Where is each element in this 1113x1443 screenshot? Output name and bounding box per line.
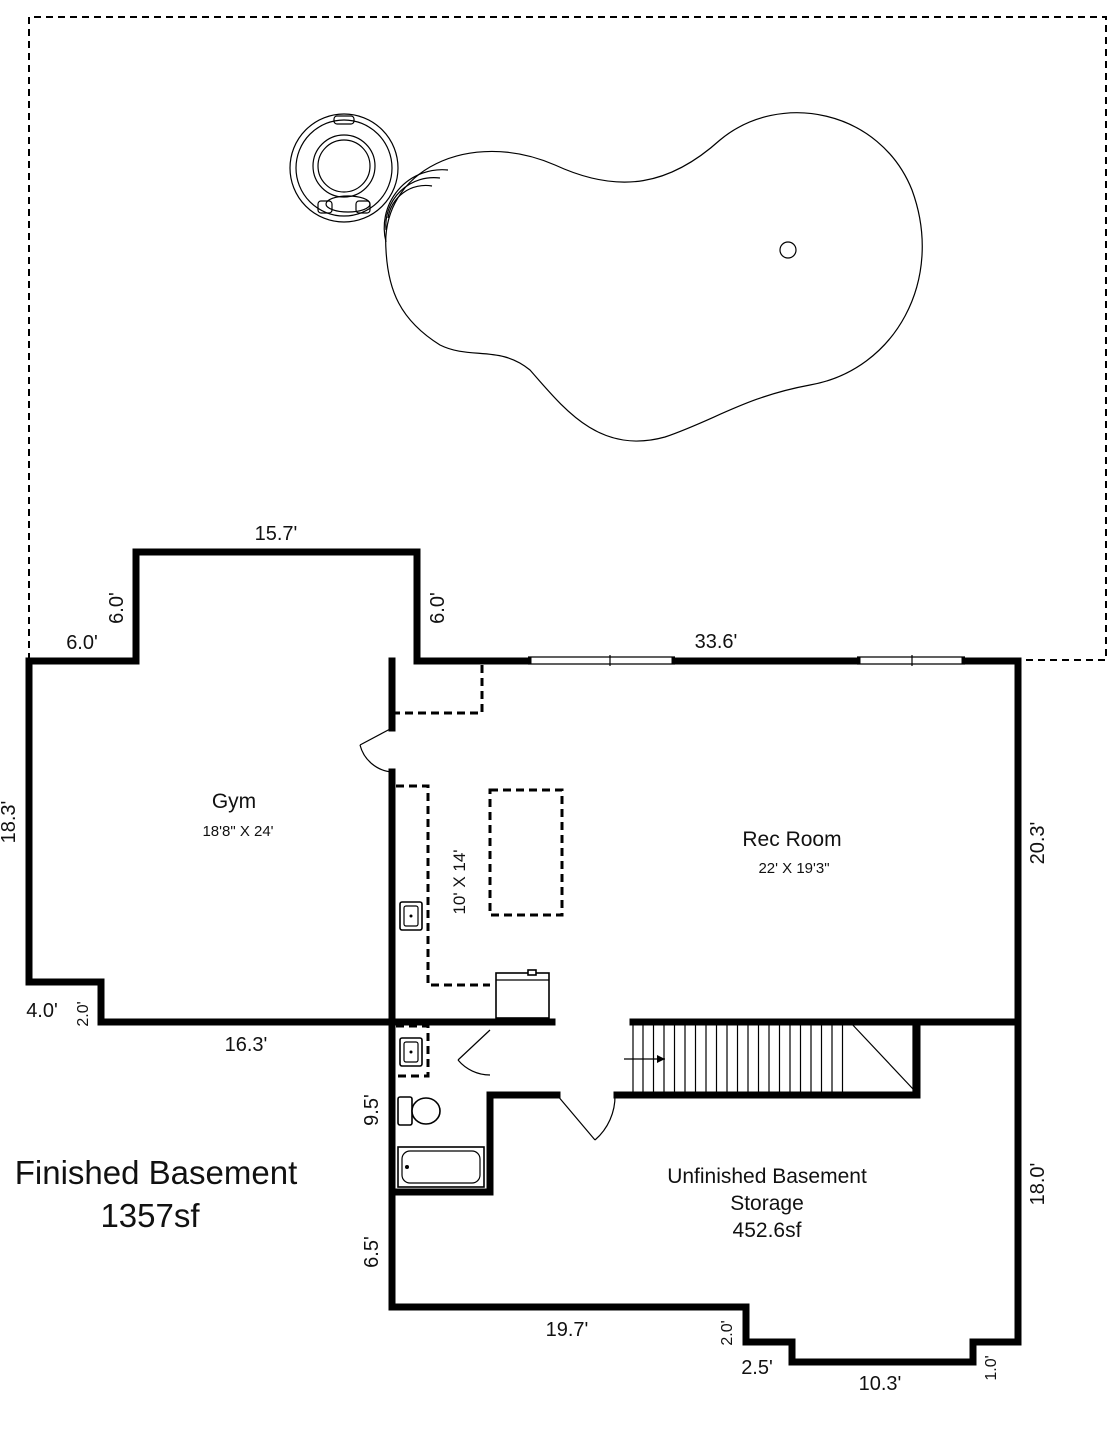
dim-bottom-step-v: 2.0' — [719, 1320, 736, 1345]
dim-rec-top: 33.6' — [695, 631, 738, 653]
summary-title: Finished Basement — [15, 1154, 297, 1191]
storage-label-line2: Storage — [730, 1192, 804, 1215]
rec-room-size: 22' X 19'3" — [758, 860, 829, 877]
gym-bump-out — [25, 548, 532, 665]
bath-door — [457, 1029, 491, 1076]
dim-gym-left-step-v: 6.0' — [106, 592, 128, 624]
gym-size: 18'8" X 24' — [202, 823, 273, 840]
bar-size: 10' X 14' — [450, 849, 469, 914]
rec-room-label: Rec Room — [742, 828, 841, 851]
dim-bottom-right-step: 1.0' — [983, 1355, 1000, 1380]
bar-counter-outline — [396, 784, 490, 987]
gym-door — [359, 727, 393, 773]
sliding-door-1 — [528, 655, 675, 666]
rec-right-wall — [388, 657, 1022, 1366]
pool-icon — [383, 112, 923, 442]
yard-boundary — [28, 16, 1107, 661]
dim-gym-bottom: 16.3' — [225, 1034, 268, 1056]
summary-area: 1357sf — [100, 1197, 200, 1234]
sliding-door-2 — [857, 655, 965, 666]
storage-area: 452.6sf — [733, 1219, 802, 1242]
bathtub-icon — [397, 1146, 485, 1188]
closet-outline — [392, 661, 484, 715]
storage-label-line1: Unfinished Basement — [667, 1165, 867, 1188]
dim-bottom-center: 10.3' — [859, 1373, 902, 1395]
dim-rec-right: 20.3' — [1027, 822, 1049, 865]
dim-gym-left: 18.3' — [0, 801, 20, 844]
storage-door — [556, 1094, 616, 1141]
fridge-icon — [495, 969, 550, 1019]
dim-gym-bottom-step-v: 2.0' — [75, 1001, 92, 1026]
stairs-icon — [624, 1021, 914, 1096]
bath-vanity-outline — [396, 1024, 430, 1078]
bar-sink-icon — [399, 901, 423, 931]
dim-gym-left-step-h: 6.0' — [66, 632, 98, 654]
gym-walls — [25, 657, 396, 1026]
dim-storage-bottom: 19.7' — [546, 1319, 589, 1341]
dim-gym-bottom-step-h: 4.0' — [26, 1000, 58, 1022]
dim-bottom-step-h: 2.5' — [741, 1357, 773, 1379]
dim-storage-right: 18.0' — [1027, 1163, 1049, 1206]
dim-storage-left: 6.5' — [361, 1236, 383, 1268]
gym-label: Gym — [212, 790, 256, 813]
bath-right-wall — [388, 1091, 494, 1196]
dim-gym-right-step-v: 6.0' — [427, 592, 449, 624]
dim-gym-top: 15.7' — [255, 523, 298, 545]
toilet-icon — [397, 1096, 441, 1126]
hot-tub-icon — [289, 113, 399, 223]
dim-bath-left: 9.5' — [361, 1094, 383, 1126]
bath-sink-icon — [399, 1037, 423, 1067]
island-outline — [488, 788, 564, 917]
